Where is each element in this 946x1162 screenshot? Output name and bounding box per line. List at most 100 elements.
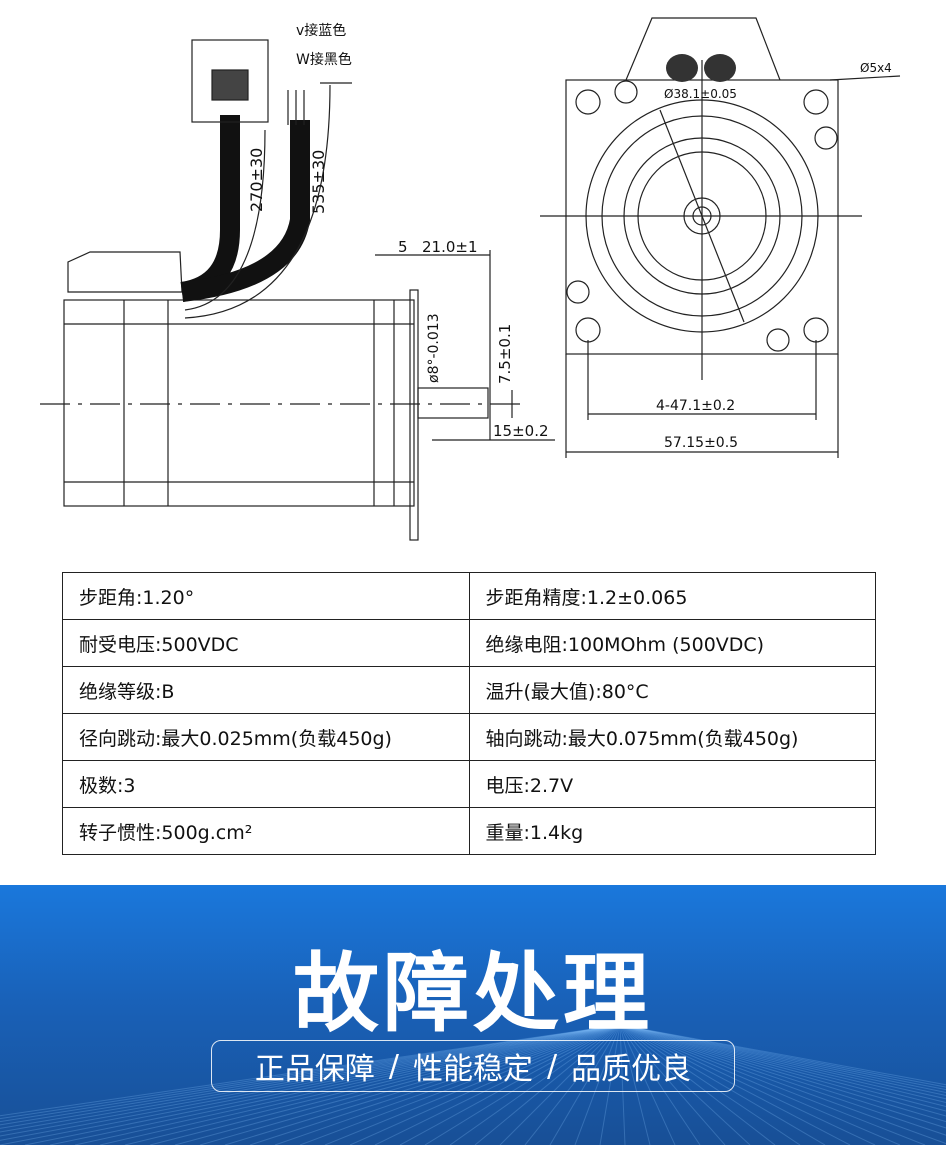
dim-flat-length: 15±0.2	[493, 422, 549, 440]
grid-ray	[0, 1024, 621, 1129]
banner-title: 故障处理	[293, 944, 653, 1044]
grid-ray	[619, 1024, 776, 1145]
connector-housing	[67, 251, 183, 293]
grid-ray	[0, 1024, 621, 1133]
grid-ray	[199, 1024, 621, 1145]
grid-ray	[619, 1024, 926, 1145]
grid-ray	[619, 1024, 946, 1129]
banner-grid-decoration	[0, 1024, 946, 1145]
dim-shaft-length: 21.0±1	[422, 238, 478, 256]
grid-ray	[224, 1024, 621, 1145]
grid-ray	[0, 1024, 621, 1123]
grid-ray	[619, 1024, 946, 1123]
motor-body-side	[63, 299, 415, 507]
table-row: 径向跳动:最大0.025mm(负载450g)轴向跳动:最大0.075mm(负载4…	[62, 713, 876, 761]
grid-ray	[619, 1024, 946, 1091]
grid-ray	[374, 1024, 621, 1145]
grid-ray	[424, 1024, 621, 1145]
motor-dimension-drawing: v接蓝色 W接黑色 270±30 535±30 5 21.0±1 ø8°-0.0…	[40, 17, 901, 541]
motor-shaft	[417, 387, 489, 419]
tag-separator: /	[388, 1048, 399, 1084]
grid-ray	[349, 1024, 621, 1145]
tag-stable: 性能稳定	[413, 1052, 533, 1087]
grid-ray	[619, 1024, 726, 1145]
banner-tags: 正品保障 / 性能稳定 / 品质优良	[211, 1040, 735, 1092]
spec-cell: 步距角精度:1.2±0.065	[468, 572, 876, 620]
grid-ray	[619, 1024, 801, 1145]
dim-pilot: Ø38.1±0.05	[664, 87, 737, 101]
grid-ray	[0, 1024, 621, 1145]
grid-ray	[619, 1024, 946, 1117]
troubleshooting-banner: 故障处理 正品保障 / 性能稳定 / 品质优良	[0, 885, 946, 1145]
grid-ray	[99, 1024, 621, 1145]
grid-ray	[524, 1024, 621, 1145]
grid-ray	[499, 1024, 621, 1145]
grid-ray	[619, 1024, 851, 1145]
spec-cell: 绝缘电阻:100MOhm (500VDC)	[468, 619, 876, 667]
spec-cell: 轴向跳动:最大0.075mm(负载450g)	[468, 713, 876, 761]
grid-ray	[619, 1024, 946, 1100]
grid-ray	[599, 1024, 621, 1145]
spec-cell: 径向跳动:最大0.025mm(负载450g)	[62, 713, 470, 761]
spec-cell: 耐受电压:500VDC	[62, 619, 470, 667]
dim-holes: Ø5x4	[860, 61, 892, 75]
grid-ray	[249, 1024, 621, 1145]
grid-ray	[619, 1024, 701, 1145]
spec-cell: 绝缘等级:B	[62, 666, 470, 714]
tag-genuine: 正品保障	[254, 1052, 375, 1087]
dim-cable1: 270±30	[247, 148, 266, 212]
grid-ray	[49, 1024, 621, 1145]
spec-cell: 温升(最大值):80°C	[468, 666, 876, 714]
grid-ray	[399, 1024, 621, 1145]
grid-ray	[619, 1024, 901, 1145]
spec-cell: 极数:3	[62, 760, 470, 808]
grid-ray	[619, 1024, 946, 1096]
dim-flat: 7.5±0.1	[496, 324, 514, 384]
grid-ray	[619, 1024, 826, 1145]
grid-ray	[619, 1024, 946, 1103]
dim-shaft-diameter: ø8°-0.013	[426, 313, 442, 383]
tag-separator: /	[547, 1048, 558, 1084]
grid-ray	[619, 1024, 626, 1145]
spec-cell: 步距角:1.20°	[62, 572, 470, 620]
grid-ray	[0, 1024, 621, 1120]
dim-cable2: 535±30	[309, 150, 328, 214]
grid-ray	[619, 1024, 946, 1112]
grid-ray	[619, 1024, 946, 1136]
grid-ray	[299, 1024, 621, 1145]
grid-ray	[619, 1024, 946, 1108]
grid-ray	[619, 1024, 751, 1145]
grid-ray	[619, 1024, 946, 1145]
grid-ray	[0, 1024, 621, 1126]
grid-ray	[619, 1024, 651, 1145]
grid-ray	[474, 1024, 621, 1145]
grid-ray	[149, 1024, 621, 1145]
spec-cell: 电压:2.7V	[468, 760, 876, 808]
grid-ray	[124, 1024, 621, 1145]
spec-cell: 重量:1.4kg	[468, 807, 876, 855]
grid-ray	[0, 1024, 621, 1141]
dim-flange: 5	[398, 238, 408, 256]
grid-ray	[174, 1024, 621, 1145]
dim-body: 57.15±0.5	[664, 435, 738, 451]
tag-quality: 品质优良	[571, 1052, 692, 1087]
grid-ray	[549, 1024, 621, 1145]
wire-note-w: W接黑色	[296, 51, 352, 68]
grid-ray	[619, 1024, 946, 1093]
table-row: 步距角:1.20°步距角精度:1.2±0.065	[62, 572, 876, 620]
grid-ray	[619, 1024, 676, 1145]
wire-note-v: v接蓝色	[296, 22, 346, 39]
db-connector	[191, 39, 269, 123]
grid-ray	[449, 1024, 621, 1145]
grid-ray	[0, 1024, 621, 1117]
grid-ray	[274, 1024, 621, 1145]
grid-ray	[619, 1024, 876, 1145]
grid-ray	[324, 1024, 621, 1145]
grid-ray	[574, 1024, 621, 1145]
spec-cell: 转子惯性:500g.cm²	[62, 807, 470, 855]
